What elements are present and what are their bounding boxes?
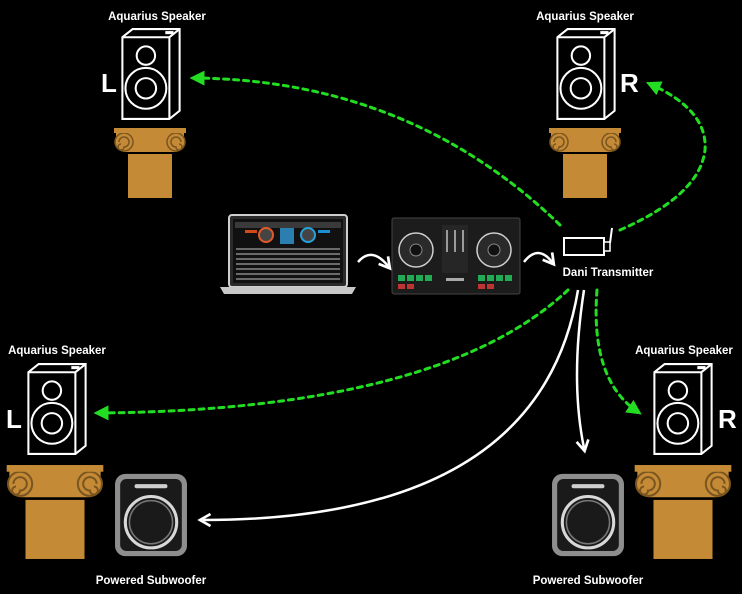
dj-controller-icon bbox=[391, 217, 521, 295]
subwoofer-label: Powered Subwoofer bbox=[533, 575, 644, 587]
pedestal-icon bbox=[113, 127, 187, 199]
speaker-top-right: Aquarius Speaker R bbox=[536, 11, 639, 199]
pedestal-icon bbox=[548, 127, 622, 199]
dj-controller bbox=[391, 217, 521, 295]
wireless-link-bottom-left bbox=[93, 288, 570, 421]
cable-link-right-subwoofer bbox=[575, 289, 590, 454]
wireless-link-top-left bbox=[189, 70, 562, 227]
speaker-bottom-left: Aquarius Speaker L bbox=[5, 345, 106, 561]
cable-link-left-subwoofer bbox=[197, 289, 580, 528]
subwoofer-icon bbox=[551, 471, 625, 559]
channel-label: R bbox=[718, 404, 737, 434]
subwoofer-left: Powered Subwoofer bbox=[96, 471, 207, 587]
laptop-icon bbox=[220, 214, 356, 294]
subwoofer-label: Powered Subwoofer bbox=[96, 575, 207, 587]
subwoofer-icon bbox=[114, 471, 188, 559]
transmitter-label: Dani Transmitter bbox=[563, 267, 654, 279]
speaker-icon bbox=[556, 28, 616, 120]
channel-label: L bbox=[6, 404, 22, 434]
wireless-link-bottom-right bbox=[594, 288, 642, 415]
channel-label: L bbox=[101, 68, 117, 98]
wireless-link-top-right bbox=[618, 81, 707, 232]
subwoofer-right: Powered Subwoofer bbox=[533, 471, 644, 587]
pedestal-icon bbox=[633, 463, 733, 561]
cable-link-laptop-controller bbox=[357, 253, 392, 271]
cable-link-controller-transmitter bbox=[523, 251, 556, 267]
speaker-label: Aquarius Speaker bbox=[108, 11, 206, 23]
speaker-icon bbox=[27, 363, 87, 455]
speaker-icon bbox=[121, 28, 181, 120]
channel-label: R bbox=[620, 68, 639, 98]
speaker-top-left: Aquarius Speaker L bbox=[101, 11, 206, 199]
speaker-label: Aquarius Speaker bbox=[635, 345, 733, 357]
laptop bbox=[220, 214, 356, 294]
links bbox=[93, 70, 707, 528]
speaker-label: Aquarius Speaker bbox=[536, 11, 634, 23]
transmitter: Dani Transmitter bbox=[563, 227, 654, 279]
speaker-bottom-right: Aquarius Speaker R bbox=[633, 345, 737, 561]
pedestal-icon bbox=[5, 463, 105, 561]
speaker-label: Aquarius Speaker bbox=[8, 345, 106, 357]
transmitter-icon bbox=[563, 227, 613, 256]
speaker-icon bbox=[653, 363, 713, 455]
